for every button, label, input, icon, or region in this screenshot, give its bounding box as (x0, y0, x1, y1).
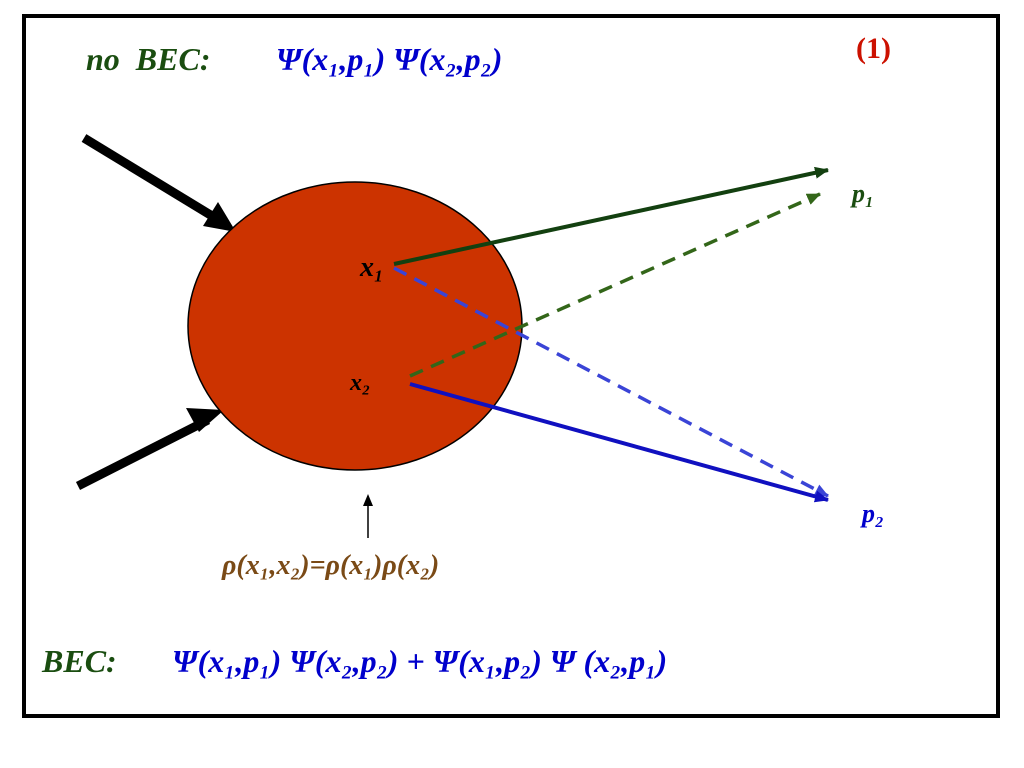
path-x2-p1-exchange (409, 192, 821, 378)
bec-formula: Ψ(x₁,p₁) Ψ(x₂,p₂) + Ψ(x₁,p₂) Ψ (x₂,p₁) (172, 643, 667, 679)
x2-label: x₂ (349, 370, 370, 396)
no-bec-label: no BEC: (86, 41, 210, 77)
incoming-beam-upper-head (203, 202, 236, 232)
p2-label: p₂ (860, 499, 884, 528)
path-x1-p1 (393, 166, 829, 266)
no-bec-formula: Ψ(x₁,p₁) Ψ(x₂,p₂) (276, 41, 502, 77)
incoming-beam-upper (81, 134, 225, 226)
particle-source (187, 181, 523, 471)
incoming-beam-lower-head (186, 408, 224, 432)
path-x1-p2-exchange (393, 266, 829, 498)
slide-frame (22, 14, 1000, 718)
path-x2-p2 (409, 382, 829, 503)
incoming-beam-lower (75, 415, 211, 491)
x1-label: x₁ (359, 252, 384, 283)
bec-label: BEC: (41, 643, 117, 679)
p1-label: p₁ (850, 179, 874, 208)
density-pointer-head (363, 494, 373, 506)
density-formula: ρ(x₁,x₂)=ρ(x₁)ρ(x₂) (221, 550, 439, 581)
equation-number: (1) (856, 32, 891, 65)
